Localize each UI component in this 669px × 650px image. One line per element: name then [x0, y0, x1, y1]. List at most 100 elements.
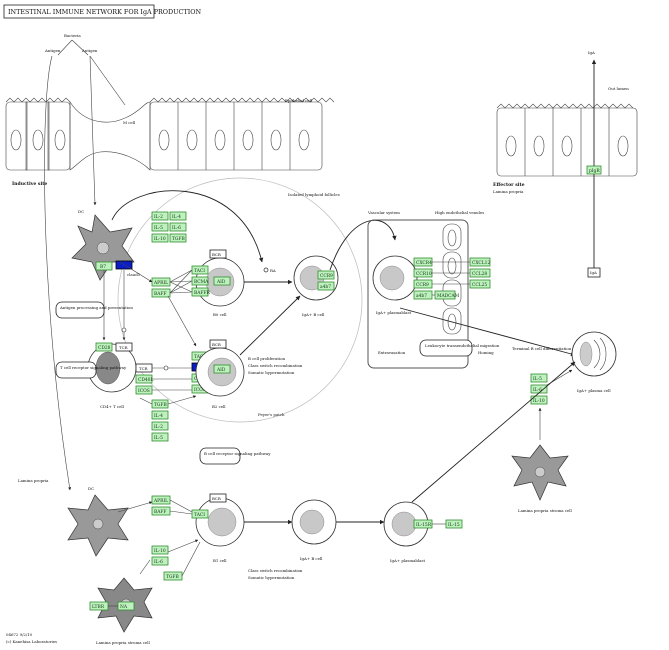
- gene-il15-label: IL-15: [448, 523, 460, 528]
- gene-il5b[interactable]: [151, 432, 169, 442]
- gene-ltbr-label: LTBR: [92, 605, 105, 610]
- iga-plasmablast-top: [372, 255, 418, 301]
- b0-cell-label: B0 cell: [213, 312, 227, 317]
- gene-il4[interactable]: [169, 211, 187, 221]
- iga-box: [587, 267, 601, 278]
- lp-stromal-right-label: Lamina propria stroma cell: [518, 508, 572, 513]
- gene-cxcr4-label: CXCR4: [416, 261, 432, 266]
- lp-stromal-bottom-label: Lamina propria stroma cell: [96, 640, 150, 645]
- dc-top-label: DC: [78, 209, 84, 214]
- peyers-patch-boundary: [117, 177, 363, 423]
- bcr-pathway[interactable]: B cell receptor signaling pathway: [199, 447, 271, 465]
- gene-il6c-label: IL-6: [533, 388, 542, 393]
- page-title: INTESTINAL IMMUNE NETWORK FOR IgA PRODUC…: [8, 8, 201, 16]
- bcr-pathway-label: B cell receptor signaling pathway: [204, 451, 271, 456]
- hev-label: High endothelial venules: [435, 210, 484, 215]
- gene-mhcii-blue-top[interactable]: [115, 260, 133, 270]
- peyers-patch-label: Peyer's patch: [258, 412, 285, 417]
- gene-cd28-label: CD28: [98, 346, 111, 351]
- gene-bcma[interactable]: [191, 276, 209, 286]
- gene-bcr[interactable]: [209, 249, 227, 259]
- claudin-label: claud1: [127, 272, 140, 277]
- gene-tcr[interactable]: [115, 342, 133, 352]
- b-cell-prolif-label: B cell proliferation: [248, 356, 286, 361]
- cd4-t-label: CD4+ T cell: [100, 404, 125, 409]
- gene-a4b7b-label: a4b7: [416, 294, 427, 299]
- iga-plasmablast-bottom: [383, 501, 429, 547]
- gene-il2b[interactable]: [151, 421, 169, 431]
- effector-site-label: Effector site: [493, 182, 525, 188]
- gene-il5c-label: IL-5: [533, 377, 542, 382]
- gene-pigr-label: pIgR: [589, 169, 600, 174]
- cd4-t-cell: [87, 343, 137, 393]
- gene-bcr2[interactable]: [209, 493, 227, 503]
- gene-cxcl12-label: CXCL12: [472, 261, 490, 266]
- iga-b-cell-bottom: [291, 499, 337, 545]
- dc-top-cell: [71, 214, 135, 281]
- gene-tgfb[interactable]: [169, 233, 187, 243]
- lp-stromal-right: [511, 444, 569, 501]
- gene-baffr-label: BAFFR: [194, 291, 210, 296]
- gene-il5[interactable]: [151, 222, 169, 232]
- gene-baff2-label: BAFF: [154, 510, 167, 515]
- gene-bcr2-label: BCR: [212, 496, 222, 501]
- gene-aid-b2[interactable]: [213, 364, 231, 374]
- iga-plasmablast-bottom-label: IgA+ plasmablast: [390, 558, 425, 563]
- gene-a4b7-label: a4b7: [320, 285, 331, 290]
- gene-taci[interactable]: [191, 265, 209, 275]
- gene-il2[interactable]: [151, 211, 169, 221]
- epithelial-cell-label: Epithelial cell: [285, 98, 313, 103]
- antigen-proc-label: Antigen processing and presentation: [59, 305, 133, 310]
- gene-ccl25-label: CCL25: [472, 283, 487, 288]
- gene-il10c-label: IL-10: [533, 399, 545, 404]
- antigen-processing-pathway[interactable]: Antigen processing and presentation: [55, 301, 133, 319]
- gene-taci2[interactable]: [191, 509, 209, 519]
- footer-code: 04672 9/2/10: [6, 632, 33, 637]
- gene-pigr[interactable]: [586, 165, 602, 175]
- gene-ccr9[interactable]: [317, 270, 335, 280]
- gene-ccl28-label: CCL28: [472, 272, 487, 277]
- gene-ccr9b-label: CCR9: [416, 283, 429, 288]
- class-switch-top-label: Class switch recombination: [248, 363, 303, 368]
- gene-il5-label: IL-5: [154, 226, 163, 231]
- gene-baffr[interactable]: [191, 287, 209, 297]
- gene-a4b7[interactable]: [317, 281, 335, 291]
- gene-april2-label: APRIL: [153, 499, 168, 504]
- gene-aid[interactable]: [213, 276, 231, 286]
- gene-ccr9-label: CCR9: [320, 274, 333, 279]
- epithelium-left: M cell Epithelial cell: [5, 97, 335, 171]
- gene-il10b[interactable]: [151, 545, 169, 555]
- gene-icos-label: ICOS: [138, 389, 150, 394]
- gene-icosl-label: ICOS-L: [194, 388, 210, 393]
- iga-box-label: IgA: [590, 270, 597, 275]
- gene-il6b-label: IL-6: [154, 560, 163, 565]
- class-switch-bottom-label: Class switch recombination: [248, 568, 303, 573]
- terminal-diff-label: Terminal B cell differentiation: [512, 346, 572, 351]
- gene-il4b[interactable]: [151, 410, 169, 420]
- gene-il2b-label: IL-2: [154, 425, 163, 430]
- leukocyte-tm-pathway[interactable]: Leukocyte transendothelial migration: [419, 339, 500, 357]
- gene-cd28[interactable]: [95, 342, 113, 352]
- leukocyte-tm-label: Leukocyte transendothelial migration: [425, 343, 500, 348]
- gene-il6-label: IL-6: [172, 226, 181, 231]
- gene-april-label: APRIL: [153, 281, 168, 286]
- iga-plasma-cell: [571, 331, 617, 377]
- iga-plasmablast-top-label: IgA+ plasmablast: [376, 310, 411, 315]
- gene-il6b[interactable]: [151, 556, 169, 566]
- gene-b7-label: B7: [100, 265, 106, 270]
- ilf-label: Isolated lymphoid follicles: [288, 192, 340, 197]
- gene-madcam-label: MADCAM: [437, 294, 460, 299]
- gene-aid-b2-label: AID: [216, 368, 226, 373]
- tcr-pathway[interactable]: T cell receptor signaling pathway: [55, 361, 127, 379]
- dc-bottom-cell: [67, 494, 129, 557]
- gene-na-label: NA: [120, 605, 128, 610]
- somatic-bottom-label: Somatic hypermutation: [248, 575, 295, 580]
- somatic-top-label: Somatic hypermutation: [248, 370, 295, 375]
- gene-il5c[interactable]: [530, 373, 548, 383]
- gene-ccr10-label: CCR10: [416, 272, 432, 277]
- cytokines-top: IL-2 IL-4 IL-5 IL-6 IL-10 TGFB: [151, 211, 187, 243]
- gene-aid-label: AID: [216, 280, 226, 285]
- gene-il6[interactable]: [169, 222, 187, 232]
- gene-il10[interactable]: [151, 233, 169, 243]
- gene-bcr-b2[interactable]: [209, 339, 227, 349]
